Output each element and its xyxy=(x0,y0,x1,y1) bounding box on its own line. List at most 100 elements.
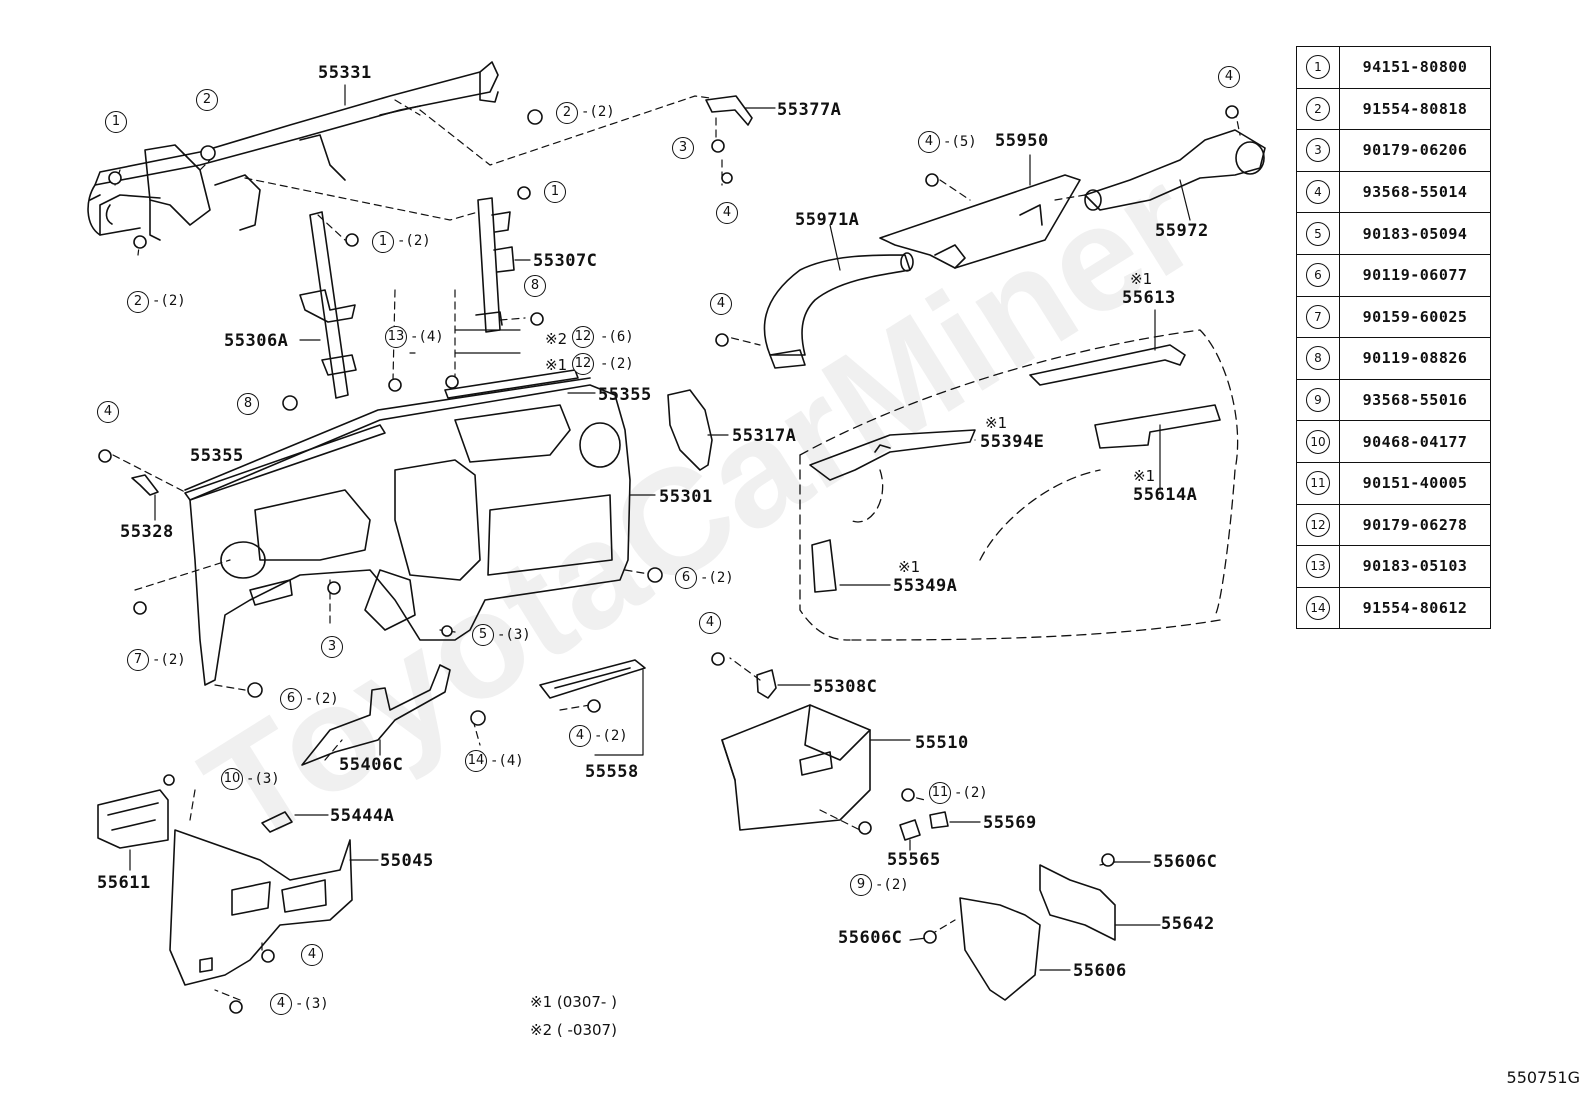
reference-number: 6 xyxy=(1306,263,1330,288)
insulator-55613 xyxy=(1029,344,1221,449)
callout-13: 13 xyxy=(385,326,407,348)
ghost-panel-55613 xyxy=(799,329,1239,641)
part-label-55569: 55569 xyxy=(983,813,1037,833)
part-label-55971A: 55971A xyxy=(795,210,860,230)
part-label-55045: 55045 xyxy=(380,851,434,871)
quantity-2: -(2) xyxy=(875,877,909,893)
callout-7: 7 xyxy=(127,649,149,671)
bracket-55328 xyxy=(131,474,159,496)
end-cover-55317A xyxy=(667,389,713,471)
callout-14: 14 xyxy=(465,750,487,772)
quantity-2: -(2) xyxy=(152,652,186,668)
part-label-55328: 55328 xyxy=(120,522,174,542)
reference-number-cell: 7 xyxy=(1296,295,1340,339)
callout-11: 11 xyxy=(929,782,951,804)
reference-part-number: 90159-60025 xyxy=(1339,295,1491,339)
quantity-3: -(3) xyxy=(295,996,329,1012)
reference-part-number: 94151-80800 xyxy=(1339,46,1491,89)
side-duct-55971A xyxy=(763,252,914,369)
reinforcement-beam-55331 xyxy=(87,61,499,241)
quantity-2: -(2) xyxy=(581,104,615,120)
part-label-55444A: 55444A xyxy=(330,806,395,826)
figure-code: 550751G xyxy=(1506,1068,1580,1087)
part-label-55510: 55510 xyxy=(915,733,969,753)
reference-number-cell: 10 xyxy=(1296,420,1340,463)
reference-row: 1 94151-80800 xyxy=(1296,46,1491,89)
mark-note1-12: ※1 xyxy=(545,356,568,374)
part-label-55317A: 55317A xyxy=(732,426,797,446)
reference-number-cell: 9 xyxy=(1296,378,1340,422)
part-label-55614A: 55614A xyxy=(1133,485,1198,505)
mark-note1-55614A: ※1 xyxy=(1133,467,1156,485)
callout-4: 4 xyxy=(97,401,119,423)
footnote-2: ※2 ( -0307) xyxy=(530,1021,617,1039)
center-duct-55950 xyxy=(879,174,1081,269)
callout-1: 1 xyxy=(372,231,394,253)
reference-number-cell: 12 xyxy=(1296,503,1340,547)
insulator-55349A xyxy=(811,539,837,593)
fasteners xyxy=(98,105,1239,1014)
reference-part-number: 90151-40005 xyxy=(1339,461,1491,505)
bracket-55307C xyxy=(475,197,515,333)
lower-cover-55642 xyxy=(1039,864,1116,941)
reference-number-cell: 11 xyxy=(1296,461,1340,505)
callout-10: 10 xyxy=(221,768,243,790)
reference-number-cell: 14 xyxy=(1296,586,1340,630)
reference-number-cell: 1 xyxy=(1296,46,1340,89)
quantity-2: -(2) xyxy=(954,785,988,801)
quantity-5: -(5) xyxy=(943,134,977,150)
mark-note1-55394E: ※1 xyxy=(985,414,1008,432)
reference-part-number: 90119-08826 xyxy=(1339,337,1491,380)
reference-row: 11 90151-40005 xyxy=(1296,461,1491,505)
reference-number: 9 xyxy=(1306,388,1330,413)
callout-12: 12 xyxy=(572,353,594,375)
reference-number: 8 xyxy=(1306,346,1330,371)
reference-number: 14 xyxy=(1306,596,1330,621)
part-label-55377A: 55377A xyxy=(777,100,842,120)
callout-8: 8 xyxy=(524,275,546,297)
callout-12: 12 xyxy=(572,326,594,348)
callout-2: 2 xyxy=(556,102,578,124)
callout-1: 1 xyxy=(105,111,127,133)
reference-number: 11 xyxy=(1306,471,1330,496)
reference-part-number: 93568-55014 xyxy=(1339,170,1491,214)
part-label-55642: 55642 xyxy=(1161,914,1215,934)
callout-2: 2 xyxy=(196,89,218,111)
quantity-2: -(2) xyxy=(152,293,186,309)
part-label-55349A: 55349A xyxy=(893,576,958,596)
callout-4: 4 xyxy=(716,202,738,224)
part-label-55306A: 55306A xyxy=(224,331,289,351)
reference-number: 1 xyxy=(1306,55,1330,80)
reference-number: 12 xyxy=(1306,512,1330,537)
mark-note1-55349A: ※1 xyxy=(898,558,921,576)
part-label-55950: 55950 xyxy=(995,131,1049,151)
quantity-3: -(3) xyxy=(246,771,280,787)
callout-8: 8 xyxy=(237,393,259,415)
mark-note1-55613: ※1 xyxy=(1130,270,1153,288)
callout-5: 5 xyxy=(472,624,494,646)
part-label-55606C-right: 55606C xyxy=(1153,852,1218,872)
quantity-4: -(4) xyxy=(410,329,444,345)
instrument-panel-55301 xyxy=(184,377,631,686)
reference-part-number: 91554-80818 xyxy=(1339,87,1491,131)
reference-part-number: 93568-55016 xyxy=(1339,378,1491,422)
reference-part-number: 90179-06206 xyxy=(1339,129,1491,172)
quantity-2: -(2) xyxy=(397,233,431,249)
clip-55565 xyxy=(899,819,921,841)
reference-part-number: 90119-06077 xyxy=(1339,253,1491,297)
reference-number-cell: 2 xyxy=(1296,87,1340,131)
part-label-55355-upper: 55355 xyxy=(598,385,652,405)
part-label-55558: 55558 xyxy=(585,762,639,782)
reference-number: 4 xyxy=(1306,180,1330,205)
reference-number-cell: 4 xyxy=(1296,170,1340,214)
footnote-1: ※1 (0307- ) xyxy=(530,993,617,1011)
part-label-55307C: 55307C xyxy=(533,251,598,271)
quantity-2: -(2) xyxy=(600,356,634,372)
reference-row: 6 90119-06077 xyxy=(1296,253,1491,297)
